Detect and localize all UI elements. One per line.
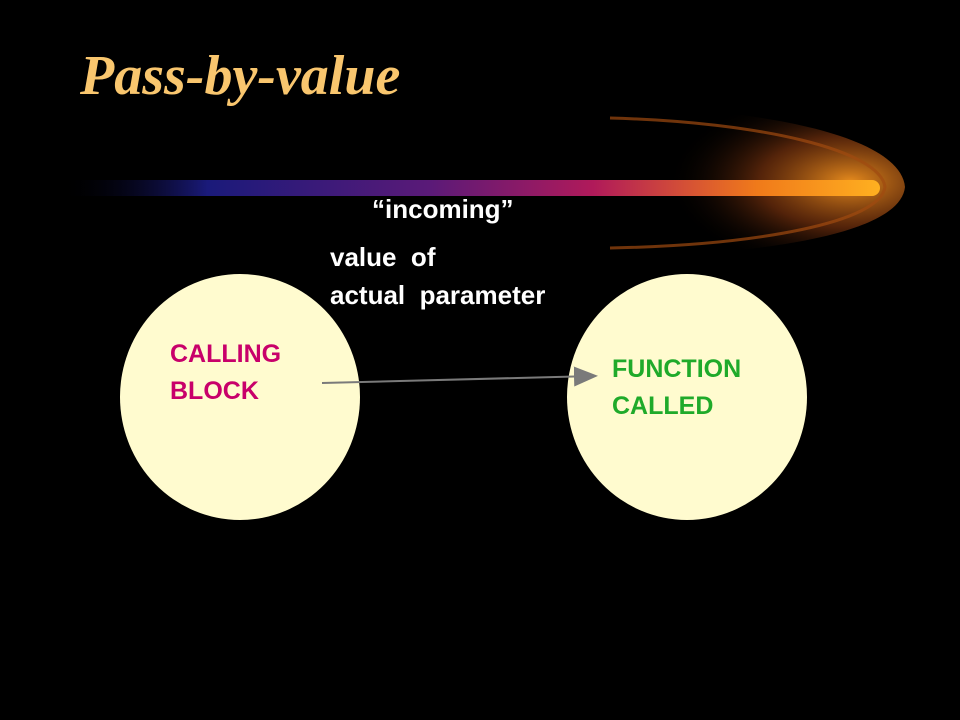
- value-label-line2: actual parameter: [330, 280, 546, 310]
- calling-block-line2: BLOCK: [170, 377, 259, 405]
- calling-block-line1: CALLING: [170, 340, 282, 368]
- value-label-line1: value of: [330, 242, 436, 272]
- function-called-circle: [567, 274, 807, 520]
- comet-streak: [60, 180, 880, 196]
- comet-head-ring: [609, 116, 887, 250]
- slide-title: Pass-by-value: [80, 45, 401, 107]
- incoming-label: “incoming”: [372, 194, 514, 224]
- function-called-line1: FUNCTION: [612, 355, 742, 383]
- calling-block-label: CALLING BLOCK: [170, 336, 281, 410]
- function-called-label: FUNCTION CALLED: [612, 351, 741, 425]
- function-called-line2: CALLED: [612, 392, 714, 420]
- calling-block-circle: [120, 274, 360, 520]
